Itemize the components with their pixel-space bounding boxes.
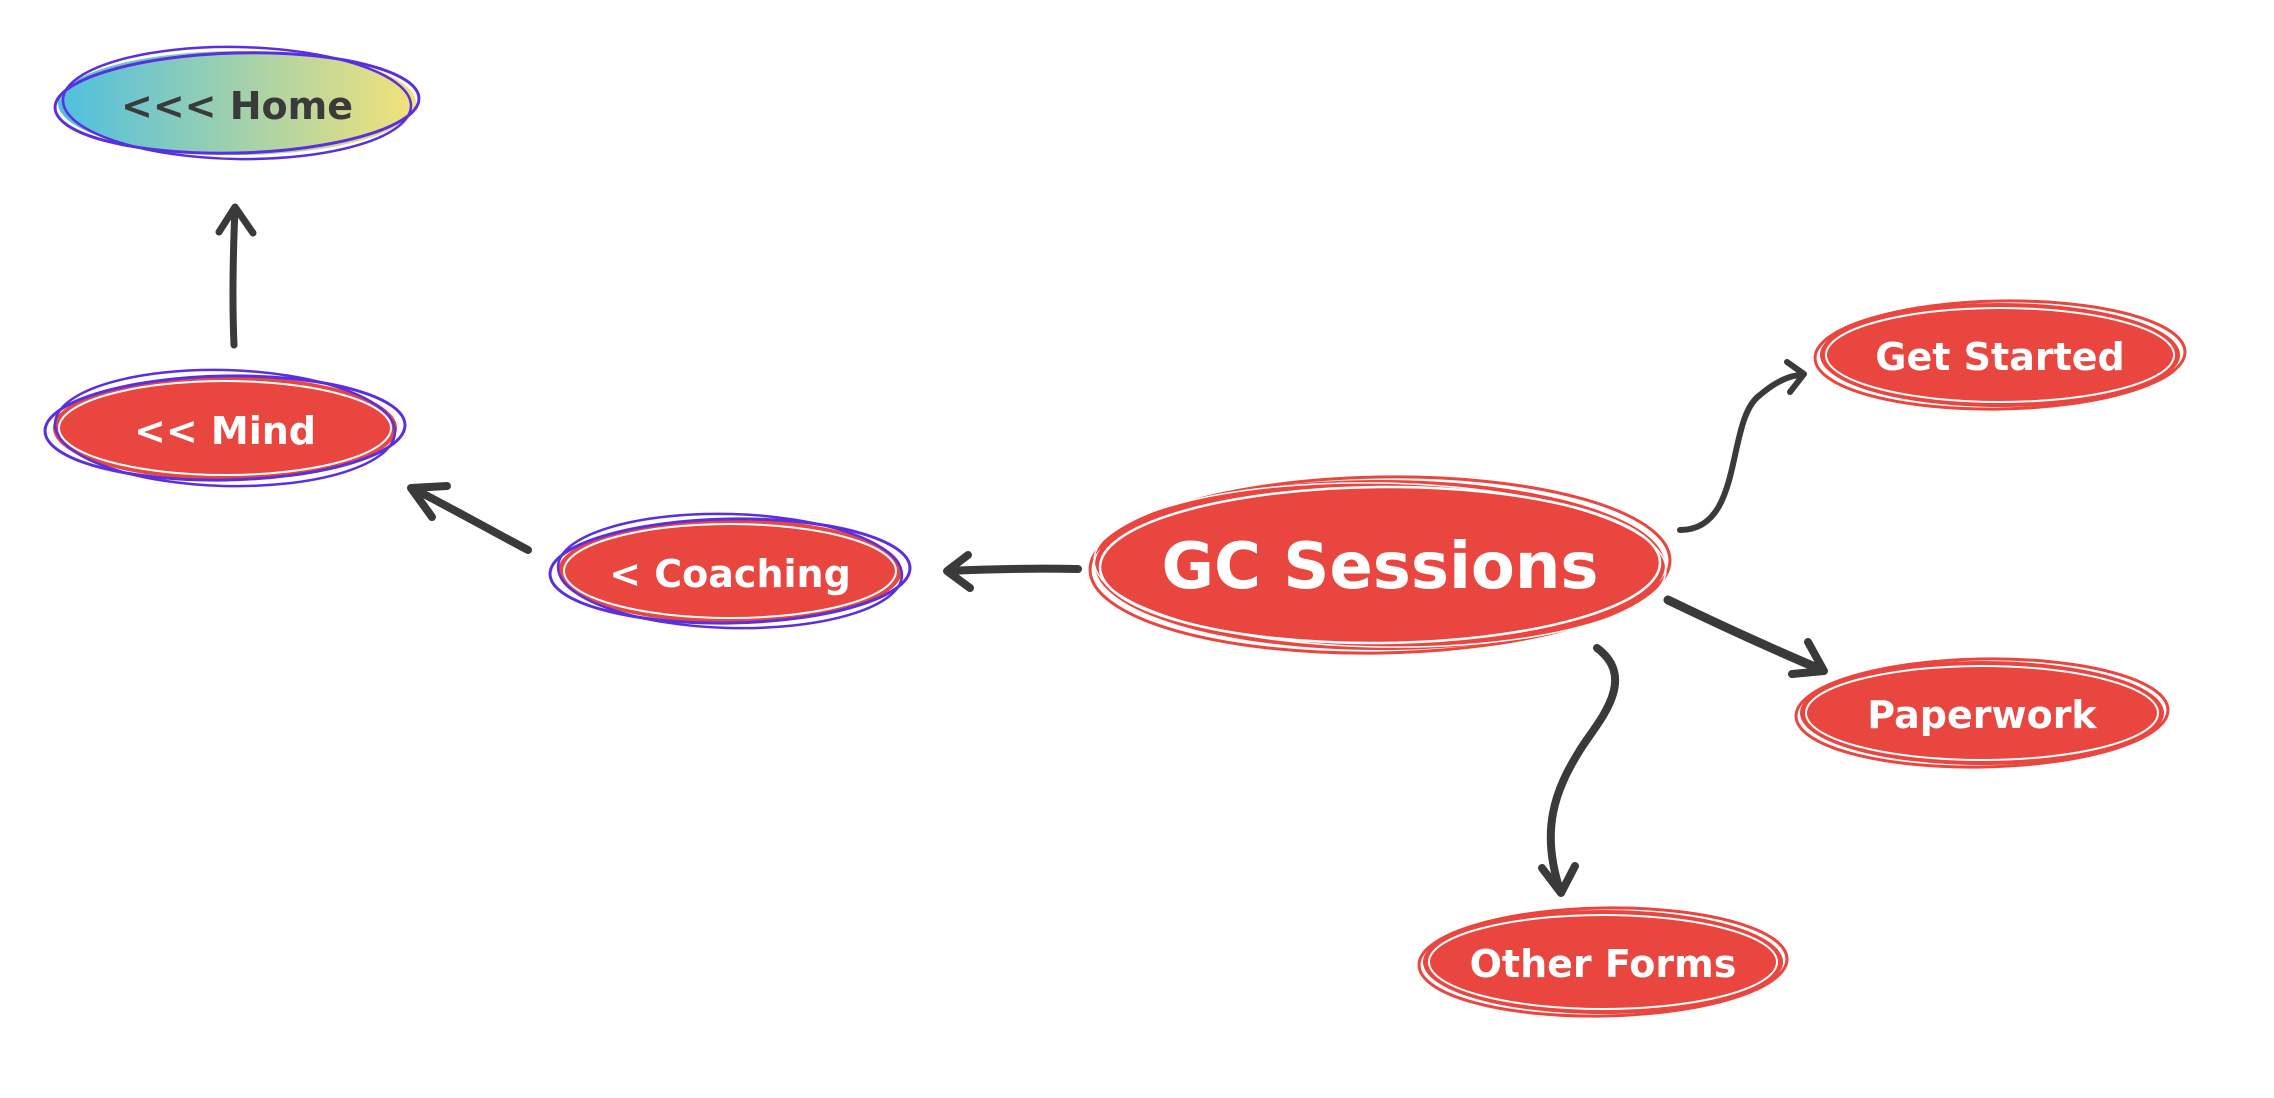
node-gc-sessions[interactable]: GC Sessions <box>1088 472 1672 658</box>
arrow-gc-to-paperwork <box>1663 595 1828 678</box>
arrow-gc-to-coaching <box>943 551 1082 592</box>
arrows <box>215 203 1828 897</box>
node-paperwork[interactable]: Paperwork <box>1794 656 2170 770</box>
other-forms-label: Other Forms <box>1470 942 1737 986</box>
node-coaching[interactable]: < Coaching <box>548 510 912 633</box>
node-other-forms[interactable]: Other Forms <box>1417 905 1789 1019</box>
coaching-label: < Coaching <box>609 552 851 596</box>
gc-sessions-label: GC Sessions <box>1161 530 1598 604</box>
paperwork-label: Paperwork <box>1867 693 2097 737</box>
arrow-coaching-to-mind <box>407 482 532 554</box>
node-get-started[interactable]: Get Started <box>1813 298 2187 412</box>
node-home[interactable]: <<< Home <box>53 44 421 162</box>
get-started-label: Get Started <box>1875 335 2124 379</box>
arrow-gc-to-other-forms <box>1538 644 1620 897</box>
node-mind[interactable]: << Mind <box>43 366 407 491</box>
arrow-gc-to-get-started <box>1677 359 1807 533</box>
arrow-mind-to-home <box>215 203 257 349</box>
mind-label: << Mind <box>134 409 316 453</box>
home-label: <<< Home <box>121 84 353 128</box>
